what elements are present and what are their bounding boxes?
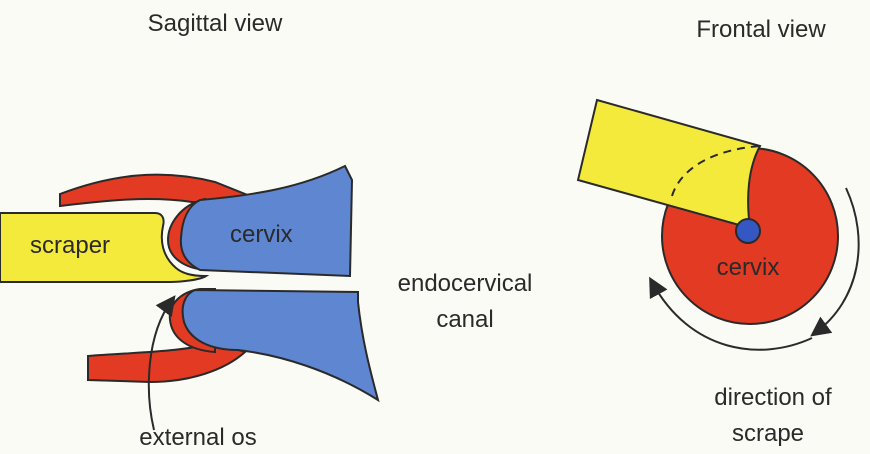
endocervical-canal-label-line2: canal: [436, 306, 493, 335]
sagittal-cervix-label: cervix: [230, 221, 293, 250]
frontal-cervix-label: cervix: [717, 254, 780, 283]
sagittal-view-title: Sagittal view: [148, 10, 283, 39]
frontal-os: [736, 219, 760, 243]
frontal-figure: [578, 100, 859, 350]
sagittal-figure: [0, 166, 378, 430]
sagittal-scraper-label: scraper: [30, 232, 110, 261]
direction-label-line2: scrape: [732, 420, 804, 449]
frontal-view-title: Frontal view: [696, 16, 825, 45]
endocervical-canal-label-line1: endocervical: [398, 270, 533, 299]
external-os-label: external os: [139, 424, 256, 453]
direction-label-line1: direction of: [714, 384, 831, 413]
lower-cervix-body: [183, 290, 378, 400]
